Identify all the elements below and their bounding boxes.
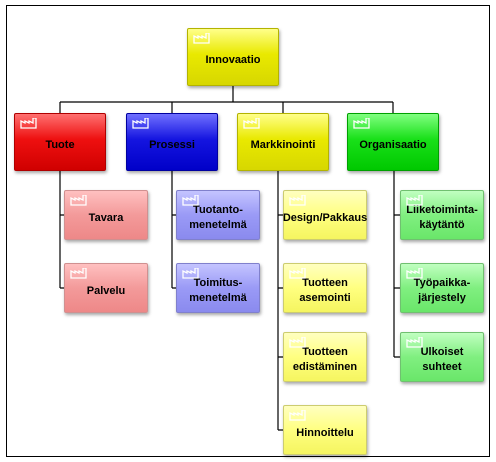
factory-icon	[289, 337, 306, 348]
child-label: Tuotanto- menetelmä	[189, 204, 247, 231]
child-label: Hinnoittelu	[296, 426, 354, 439]
child-label: Työpaikka- järjestely	[413, 277, 471, 304]
branch-node-markkinointi: Markkinointi	[237, 113, 329, 171]
factory-icon	[70, 268, 87, 279]
factory-icon	[243, 118, 260, 129]
branch-node-prosessi: Prosessi	[126, 113, 218, 171]
child-node: Palvelu	[64, 263, 148, 313]
factory-icon	[289, 268, 306, 279]
child-label: Design/Pakkaus	[282, 211, 368, 224]
child-node: Työpaikka- järjestely	[400, 263, 484, 313]
child-label: Tuotteen edistäminen	[292, 346, 358, 373]
child-node: Design/Pakkaus	[283, 190, 367, 240]
child-node: Tuotteen edistäminen	[283, 332, 367, 382]
factory-icon	[406, 337, 423, 348]
child-label: Tavara	[88, 211, 124, 224]
branch-node-tuote: Tuote	[14, 113, 106, 171]
child-node: Ulkoiset suhteet	[400, 332, 484, 382]
child-label: Liiketoiminta- käytäntö	[406, 204, 478, 231]
factory-icon	[289, 410, 306, 421]
branch-node-organisaatio: Organisaatio	[347, 113, 439, 171]
branch-label: Tuote	[45, 138, 75, 151]
factory-icon	[182, 195, 199, 206]
factory-icon	[406, 268, 423, 279]
branch-label: Prosessi	[149, 138, 195, 151]
factory-icon	[406, 195, 423, 206]
factory-icon	[20, 118, 37, 129]
factory-icon	[193, 33, 210, 44]
child-label: Tuotteen asemointi	[299, 277, 351, 304]
child-node: Tuotteen asemointi	[283, 263, 367, 313]
child-node: Toimitus- menetelmä	[176, 263, 260, 313]
child-node: Liiketoiminta- käytäntö	[400, 190, 484, 240]
factory-icon	[132, 118, 149, 129]
child-node: Tavara	[64, 190, 148, 240]
factory-icon	[353, 118, 370, 129]
root-label: Innovaatio	[205, 53, 261, 66]
factory-icon	[289, 195, 306, 206]
child-node: Tuotanto- menetelmä	[176, 190, 260, 240]
root-node: Innovaatio	[187, 28, 279, 86]
branch-label: Markkinointi	[250, 138, 316, 151]
factory-icon	[182, 268, 199, 279]
child-node: Hinnoittelu	[283, 405, 367, 455]
child-label: Toimitus- menetelmä	[189, 277, 247, 304]
child-label: Ulkoiset suhteet	[420, 346, 464, 373]
branch-label: Organisaatio	[359, 138, 427, 151]
child-label: Palvelu	[86, 284, 126, 297]
factory-icon	[70, 195, 87, 206]
